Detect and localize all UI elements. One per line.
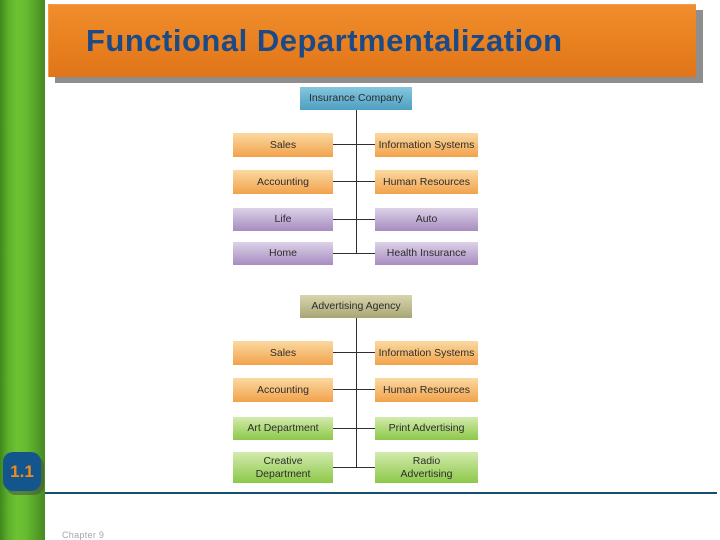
org-box-radio-advertising: Radio Advertising [375, 452, 478, 483]
connector-line [333, 181, 375, 182]
connector-line [333, 352, 375, 353]
connector-vertical-line [356, 110, 357, 254]
section-badge: 1.1 [3, 452, 41, 491]
org-box-creative-department: Creative Department [233, 452, 333, 483]
org-box-human-resources: Human Resources [375, 378, 478, 402]
footer: Chapter 9 Copyright ©2007 by South-Weste… [62, 503, 439, 540]
org-box-human-resources: Human Resources [375, 170, 478, 194]
connector-line [333, 219, 375, 220]
org-box-information-systems: Information Systems [375, 133, 478, 157]
footer-chapter: Chapter 9 [62, 530, 105, 540]
left-accent-bar [0, 0, 45, 540]
connector-line [333, 428, 375, 429]
org-box-accounting: Accounting [233, 170, 333, 194]
org-box-home: Home [233, 242, 333, 265]
bottom-rule [45, 492, 717, 494]
org-box-insurance-company: Insurance Company [300, 87, 412, 110]
page-title: Functional Departmentalization [86, 23, 563, 58]
org-box-art-department: Art Department [233, 417, 333, 440]
title-banner: Functional Departmentalization [48, 4, 696, 77]
section-number: 1.1 [10, 461, 34, 481]
org-box-sales: Sales [233, 133, 333, 157]
org-box-auto: Auto [375, 208, 478, 231]
connector-vertical-line [356, 318, 357, 468]
org-box-life: Life [233, 208, 333, 231]
org-box-advertising-agency: Advertising Agency [300, 295, 412, 318]
connector-line [333, 144, 375, 145]
org-box-accounting: Accounting [233, 378, 333, 402]
org-box-sales: Sales [233, 341, 333, 365]
connector-line [333, 389, 375, 390]
org-box-health-insurance: Health Insurance [375, 242, 478, 265]
org-box-information-systems: Information Systems [375, 341, 478, 365]
connector-line [333, 467, 375, 468]
connector-line [333, 253, 375, 254]
org-box-print-advertising: Print Advertising [375, 417, 478, 440]
